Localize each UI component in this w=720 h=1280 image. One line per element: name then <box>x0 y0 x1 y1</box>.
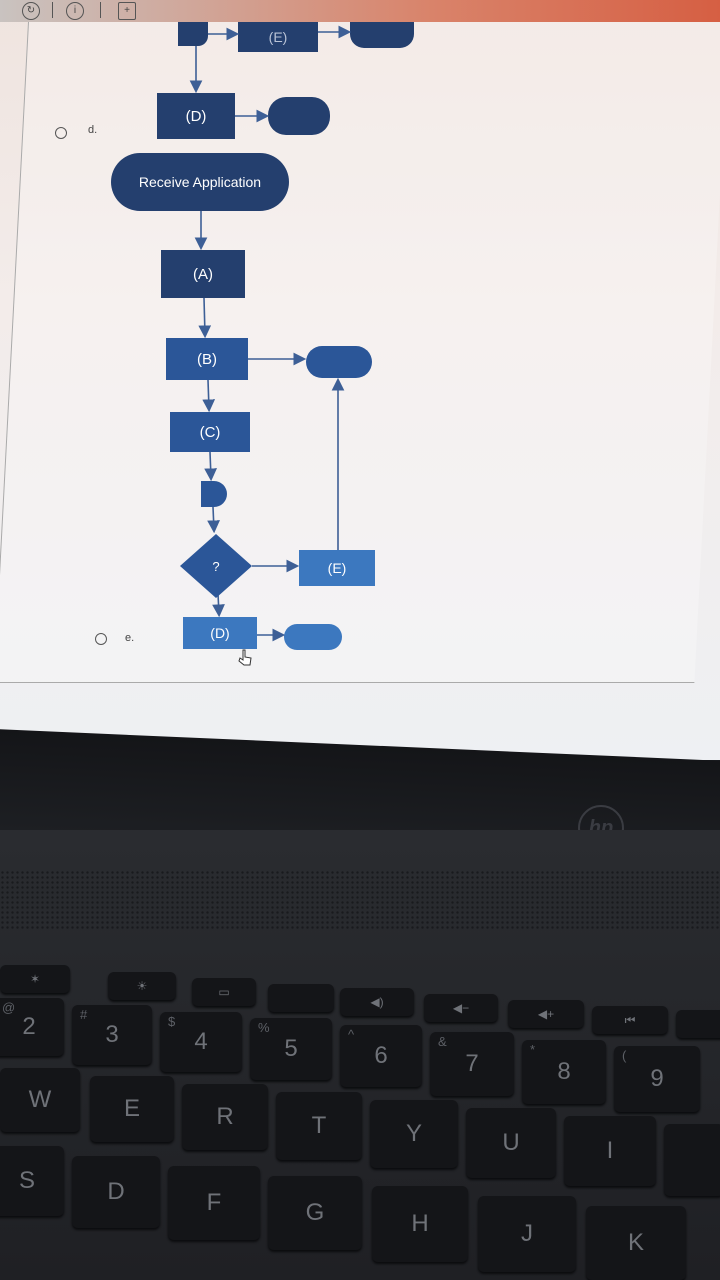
terminal-b <box>306 346 372 378</box>
option-e-radio[interactable] <box>95 633 107 645</box>
key-y[interactable]: Y <box>370 1100 458 1168</box>
key-5[interactable]: %5 <box>250 1018 332 1080</box>
key-7[interactable]: &7 <box>430 1032 514 1096</box>
option-e-label: e. <box>125 632 135 644</box>
fn-key-brightness[interactable]: ☀ <box>108 972 176 1000</box>
key-f[interactable]: F <box>168 1166 260 1240</box>
flowchart-connectors <box>180 25 352 642</box>
decision-label: ? <box>212 558 220 574</box>
fn-key[interactable] <box>268 984 334 1012</box>
fn-key-volume-down[interactable]: ◀− <box>424 994 498 1022</box>
toolbar-divider <box>100 2 101 18</box>
key-d[interactable]: D <box>72 1156 160 1228</box>
fn-key[interactable] <box>676 1010 720 1038</box>
box-b: (B) <box>166 338 248 380</box>
decision-diamond <box>180 534 252 598</box>
key-i[interactable]: I <box>564 1116 656 1186</box>
key-r[interactable]: R <box>182 1084 268 1150</box>
key-t[interactable]: T <box>276 1092 362 1160</box>
terminal-d <box>284 624 342 650</box>
box-e: (E) <box>299 550 375 586</box>
key-o[interactable] <box>664 1124 720 1196</box>
option-d-terminal-top <box>350 22 414 48</box>
option-d-label: d. <box>88 124 98 136</box>
key-k[interactable]: K <box>586 1206 686 1280</box>
box-a: (A) <box>161 250 245 298</box>
key-w[interactable]: W <box>0 1068 80 1132</box>
new-tab-icon[interactable]: + <box>118 2 136 20</box>
key-u[interactable]: U <box>466 1108 556 1178</box>
box-c: (C) <box>170 412 250 452</box>
speaker-grille <box>0 870 720 930</box>
option-d-box-e: (E) <box>238 22 318 52</box>
screen: ↻ i + d. (E) (D) e. Receive Application … <box>0 0 720 760</box>
start-terminal: Receive Application <box>111 153 289 211</box>
fn-key-volume-up[interactable]: ◀+ <box>508 1000 584 1028</box>
fn-key-display[interactable]: ▭ <box>192 978 256 1006</box>
refresh-icon[interactable]: ↻ <box>22 2 40 20</box>
key-3[interactable]: #3 <box>72 1005 152 1065</box>
key-9[interactable]: (9 <box>614 1046 700 1112</box>
key-e[interactable]: E <box>90 1076 174 1142</box>
delay-shape <box>201 481 227 507</box>
key-g[interactable]: G <box>268 1176 362 1250</box>
info-icon[interactable]: i <box>66 2 84 20</box>
browser-toolbar: ↻ i + <box>0 0 720 22</box>
option-d-box-d: (D) <box>157 93 235 139</box>
fn-key[interactable]: ✶ <box>0 965 70 993</box>
toolbar-divider <box>52 2 53 18</box>
key-6[interactable]: ^6 <box>340 1025 422 1087</box>
option-d-terminal-end <box>268 97 330 135</box>
key-8[interactable]: *8 <box>522 1040 606 1104</box>
key-2[interactable]: @2 <box>0 998 64 1056</box>
key-4[interactable]: $4 <box>160 1012 242 1072</box>
option-d-radio[interactable] <box>55 127 67 139</box>
option-d-delay-shape <box>178 22 208 46</box>
box-d: (D) <box>183 617 257 649</box>
fn-key-previous[interactable]: ⏮ <box>592 1006 668 1034</box>
key-h[interactable]: H <box>372 1186 468 1262</box>
key-j[interactable]: J <box>478 1196 576 1272</box>
fn-key-mute[interactable]: ◀) <box>340 988 414 1016</box>
key-s[interactable]: S <box>0 1146 64 1216</box>
